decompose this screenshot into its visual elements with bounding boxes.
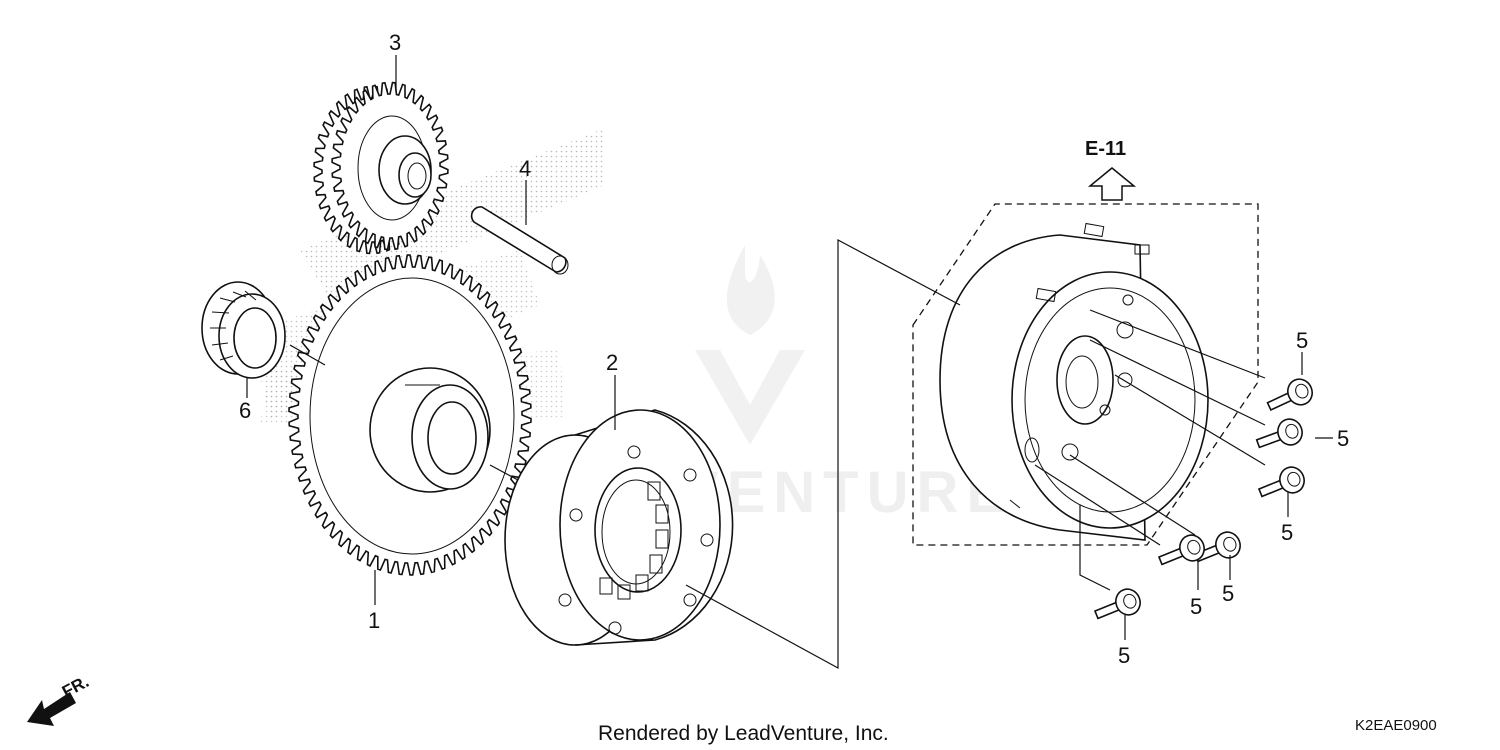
callout-part-5-d: 5 <box>1222 581 1234 606</box>
bolt[interactable] <box>1092 585 1144 626</box>
callout-part-5-c: 5 <box>1281 520 1293 545</box>
callout-part-6: 6 <box>239 398 251 423</box>
callout-part-2: 2 <box>606 350 618 375</box>
callout-part-1: 1 <box>368 608 380 633</box>
front-direction-arrow-icon <box>27 692 76 726</box>
bolt[interactable] <box>1256 463 1308 504</box>
flywheel-rotor[interactable] <box>939 222 1209 541</box>
callout-part-5-f: 5 <box>1118 643 1130 668</box>
callout-part-5-b: 5 <box>1337 426 1349 451</box>
bolt[interactable] <box>1156 531 1208 572</box>
gear-hub <box>369 367 491 493</box>
pin-part-4[interactable] <box>470 206 569 275</box>
diagram-code: K2EAE0900 <box>1355 717 1437 734</box>
bolt[interactable] <box>1264 375 1317 418</box>
bolts-part-5[interactable] <box>1092 375 1317 627</box>
callout-part-4: 4 <box>519 156 531 181</box>
leader-lines <box>246 55 1333 670</box>
bolt[interactable] <box>1192 528 1244 569</box>
one-way-clutch-part-2[interactable] <box>504 409 734 646</box>
assembly-boundary <box>912 203 1259 546</box>
section-reference-label[interactable]: E-11 <box>1085 138 1126 160</box>
needle-bearing-part-6[interactable] <box>201 281 286 379</box>
section-reference-arrow-icon <box>1087 167 1137 201</box>
callout-part-5-a: 5 <box>1296 328 1308 353</box>
callout-part-3: 3 <box>389 30 401 55</box>
gear-part-3[interactable] <box>313 81 449 255</box>
callout-part-5-e: 5 <box>1190 594 1202 619</box>
bolt[interactable] <box>1254 416 1306 456</box>
footer-credit: Rendered by LeadVenture, Inc. <box>598 722 889 745</box>
